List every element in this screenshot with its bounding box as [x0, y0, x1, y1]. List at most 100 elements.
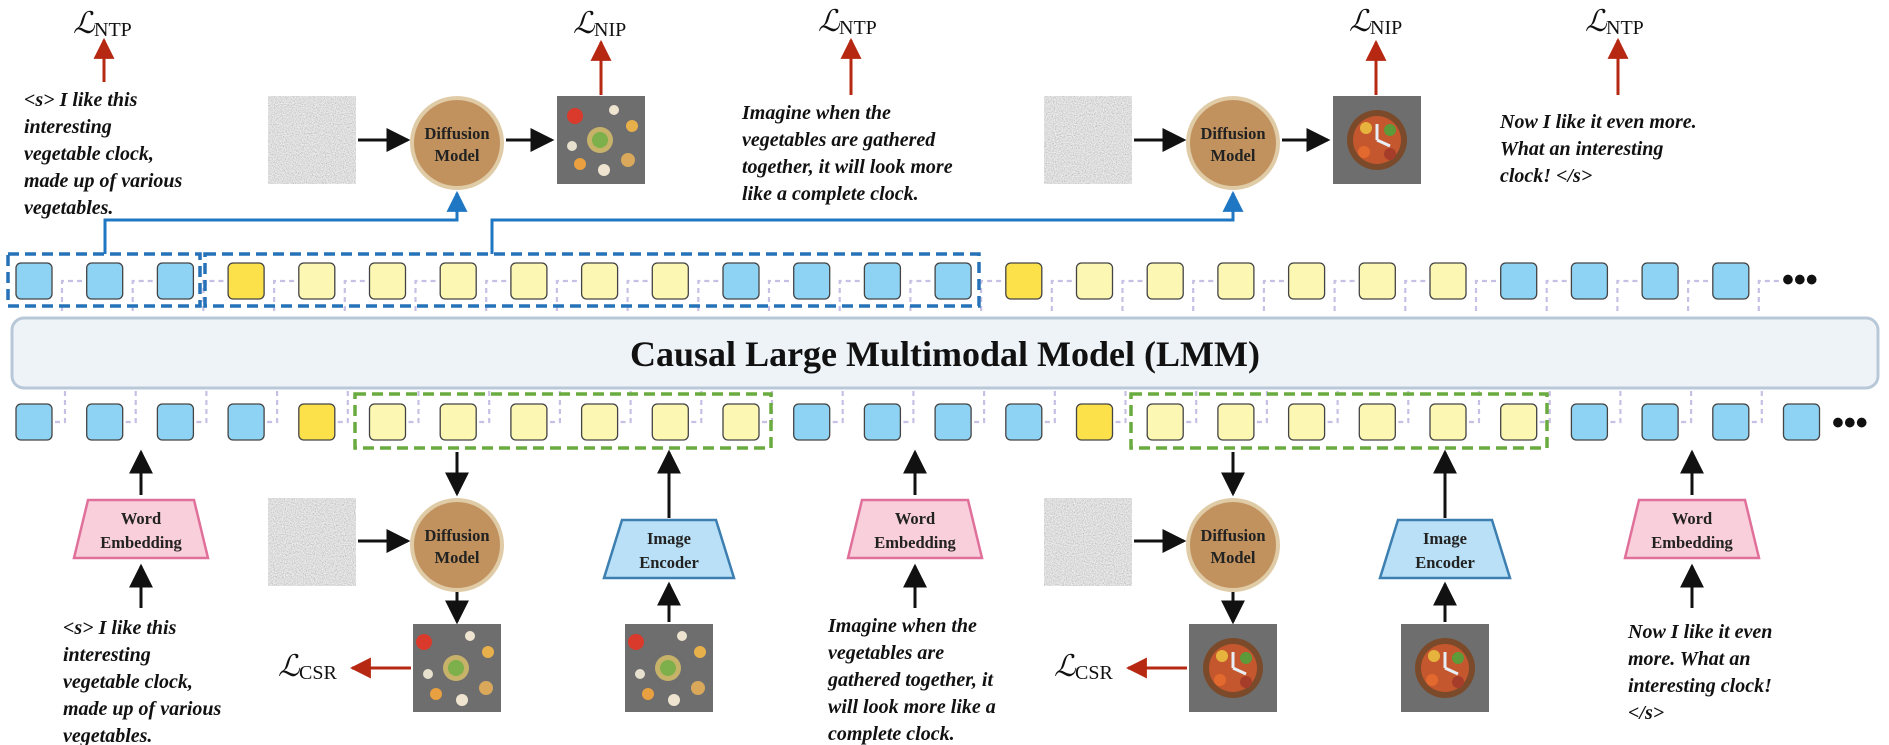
svg-text:Embedding: Embedding	[1651, 533, 1733, 552]
lmm-label: Causal Large Multimodal Model (LMM)	[630, 334, 1260, 374]
svg-text:ℒ: ℒ	[1349, 5, 1372, 38]
input-image-token-21	[1500, 403, 1538, 441]
output-text-token-12	[863, 262, 902, 300]
output-text-token-10	[722, 262, 760, 300]
svg-text:Word: Word	[1672, 509, 1712, 528]
svg-text:NIP: NIP	[1370, 17, 1402, 39]
output-boi-token-3	[227, 262, 265, 300]
loss-ntp-1: ℒ NTP	[73, 7, 132, 41]
svg-text:Image: Image	[1423, 529, 1467, 548]
loss-csr-2: ℒ CSR	[1054, 650, 1113, 684]
output-image-token-4	[298, 262, 336, 300]
input-image-token-17	[1217, 403, 1255, 441]
output-text-token-1	[86, 262, 124, 300]
output-image-token-15	[1075, 262, 1114, 300]
image-encoder-2: Image Encoder	[1378, 518, 1512, 580]
input-image-token-7	[510, 403, 548, 441]
top-text-3: Now I like it even more. What an interes…	[1499, 111, 1702, 187]
bottom-text-3: Now I like it even more. What an interes…	[1627, 621, 1777, 724]
noise-image-bottom-1	[268, 498, 356, 586]
output-text-token-13	[934, 262, 972, 300]
diffusion-model-top-2: Diffusion Model	[1186, 96, 1280, 190]
input-text-token-24	[1712, 403, 1750, 441]
word-embedding-1: Word Embedding	[72, 498, 210, 560]
output-image-token-9	[651, 262, 689, 300]
lmm-block	[10, 316, 1880, 390]
svg-text:ℒ: ℒ	[818, 5, 841, 38]
input-text-token-2	[156, 403, 195, 441]
svg-text:Diffusion: Diffusion	[1200, 526, 1265, 545]
output-token-row	[15, 262, 1750, 300]
svg-text:Model: Model	[435, 146, 480, 165]
svg-text:CSR: CSR	[1075, 662, 1113, 684]
generated-image-bottom-2	[1189, 624, 1277, 712]
svg-text:ℒ: ℒ	[1585, 5, 1608, 38]
text-group-outline-2	[203, 252, 981, 308]
input-image-token-20	[1429, 403, 1467, 441]
top-text-1: <s> I like this interesting vegetable cl…	[24, 89, 187, 219]
input-image-token-18	[1287, 403, 1326, 441]
input-text-token-14	[1005, 403, 1043, 441]
output-image-token-20	[1429, 262, 1467, 300]
output-boi-token-14	[1005, 262, 1043, 300]
top-text-2: Imagine when the vegetables are gathered…	[741, 102, 958, 205]
output-image-token-16	[1146, 262, 1184, 300]
output-text-token-22	[1570, 262, 1609, 300]
svg-text:NIP: NIP	[594, 19, 626, 41]
svg-text:ℒ: ℒ	[573, 7, 596, 40]
input-text-token-22	[1570, 403, 1609, 441]
input-image-bottom-2	[1401, 624, 1489, 712]
input-image-token-10	[722, 403, 760, 441]
input-boi-token-4	[298, 403, 336, 441]
input-image-token-19	[1358, 403, 1396, 441]
svg-text:Model: Model	[1211, 548, 1256, 567]
svg-text:Diffusion: Diffusion	[1200, 124, 1265, 143]
svg-text:Embedding: Embedding	[874, 533, 956, 552]
svg-text:ℒ: ℒ	[1054, 650, 1077, 683]
word-embedding-2: Word Embedding	[846, 498, 984, 560]
top-ellipsis: •••	[1782, 261, 1818, 299]
output-image-token-18	[1287, 262, 1326, 300]
condition-arrow-1	[103, 190, 468, 254]
input-text-token-0	[15, 403, 53, 441]
image-group-outline-1	[353, 392, 773, 450]
output-image-token-7	[510, 262, 548, 300]
bottom-text-2: Imagine when the vegetables are gathered…	[827, 615, 1001, 745]
input-text-token-3	[227, 403, 265, 441]
output-image-token-8	[580, 262, 619, 300]
generated-image-top-2	[1333, 96, 1421, 184]
svg-text:Model: Model	[435, 548, 480, 567]
output-image-token-6	[439, 262, 477, 300]
output-image-token-17	[1217, 262, 1255, 300]
input-text-token-25	[1782, 403, 1821, 441]
svg-text:Encoder: Encoder	[1415, 553, 1475, 572]
loss-nip-1: ℒ NIP	[573, 7, 626, 41]
input-boi-token-15	[1075, 403, 1114, 441]
svg-text:Word: Word	[121, 509, 161, 528]
output-text-token-23	[1641, 262, 1679, 300]
generated-image-bottom-1	[413, 624, 501, 712]
svg-text:NTP: NTP	[839, 17, 877, 39]
noise-image-top-1	[268, 96, 356, 184]
svg-text:CSR: CSR	[299, 662, 337, 684]
output-text-token-2	[156, 262, 195, 300]
input-image-token-16	[1146, 403, 1184, 441]
input-image-bottom-1	[625, 624, 713, 712]
output-text-token-0	[15, 262, 53, 300]
svg-text:Diffusion: Diffusion	[424, 526, 489, 545]
diffusion-model-top-1: Diffusion Model	[410, 96, 504, 190]
svg-text:Diffusion: Diffusion	[424, 124, 489, 143]
svg-text:ℒ: ℒ	[73, 7, 96, 40]
image-encoder-1: Image Encoder	[602, 518, 736, 580]
svg-text:NTP: NTP	[1606, 17, 1644, 39]
output-image-token-5	[368, 262, 407, 300]
input-image-token-5	[368, 403, 407, 441]
input-image-token-9	[651, 403, 689, 441]
loss-ntp-2: ℒ NTP	[818, 5, 877, 39]
input-image-token-8	[580, 403, 619, 441]
image-group-outline-2	[1129, 392, 1549, 450]
noise-image-top-2	[1044, 96, 1132, 184]
input-text-token-13	[934, 403, 972, 441]
output-text-token-21	[1500, 262, 1538, 300]
